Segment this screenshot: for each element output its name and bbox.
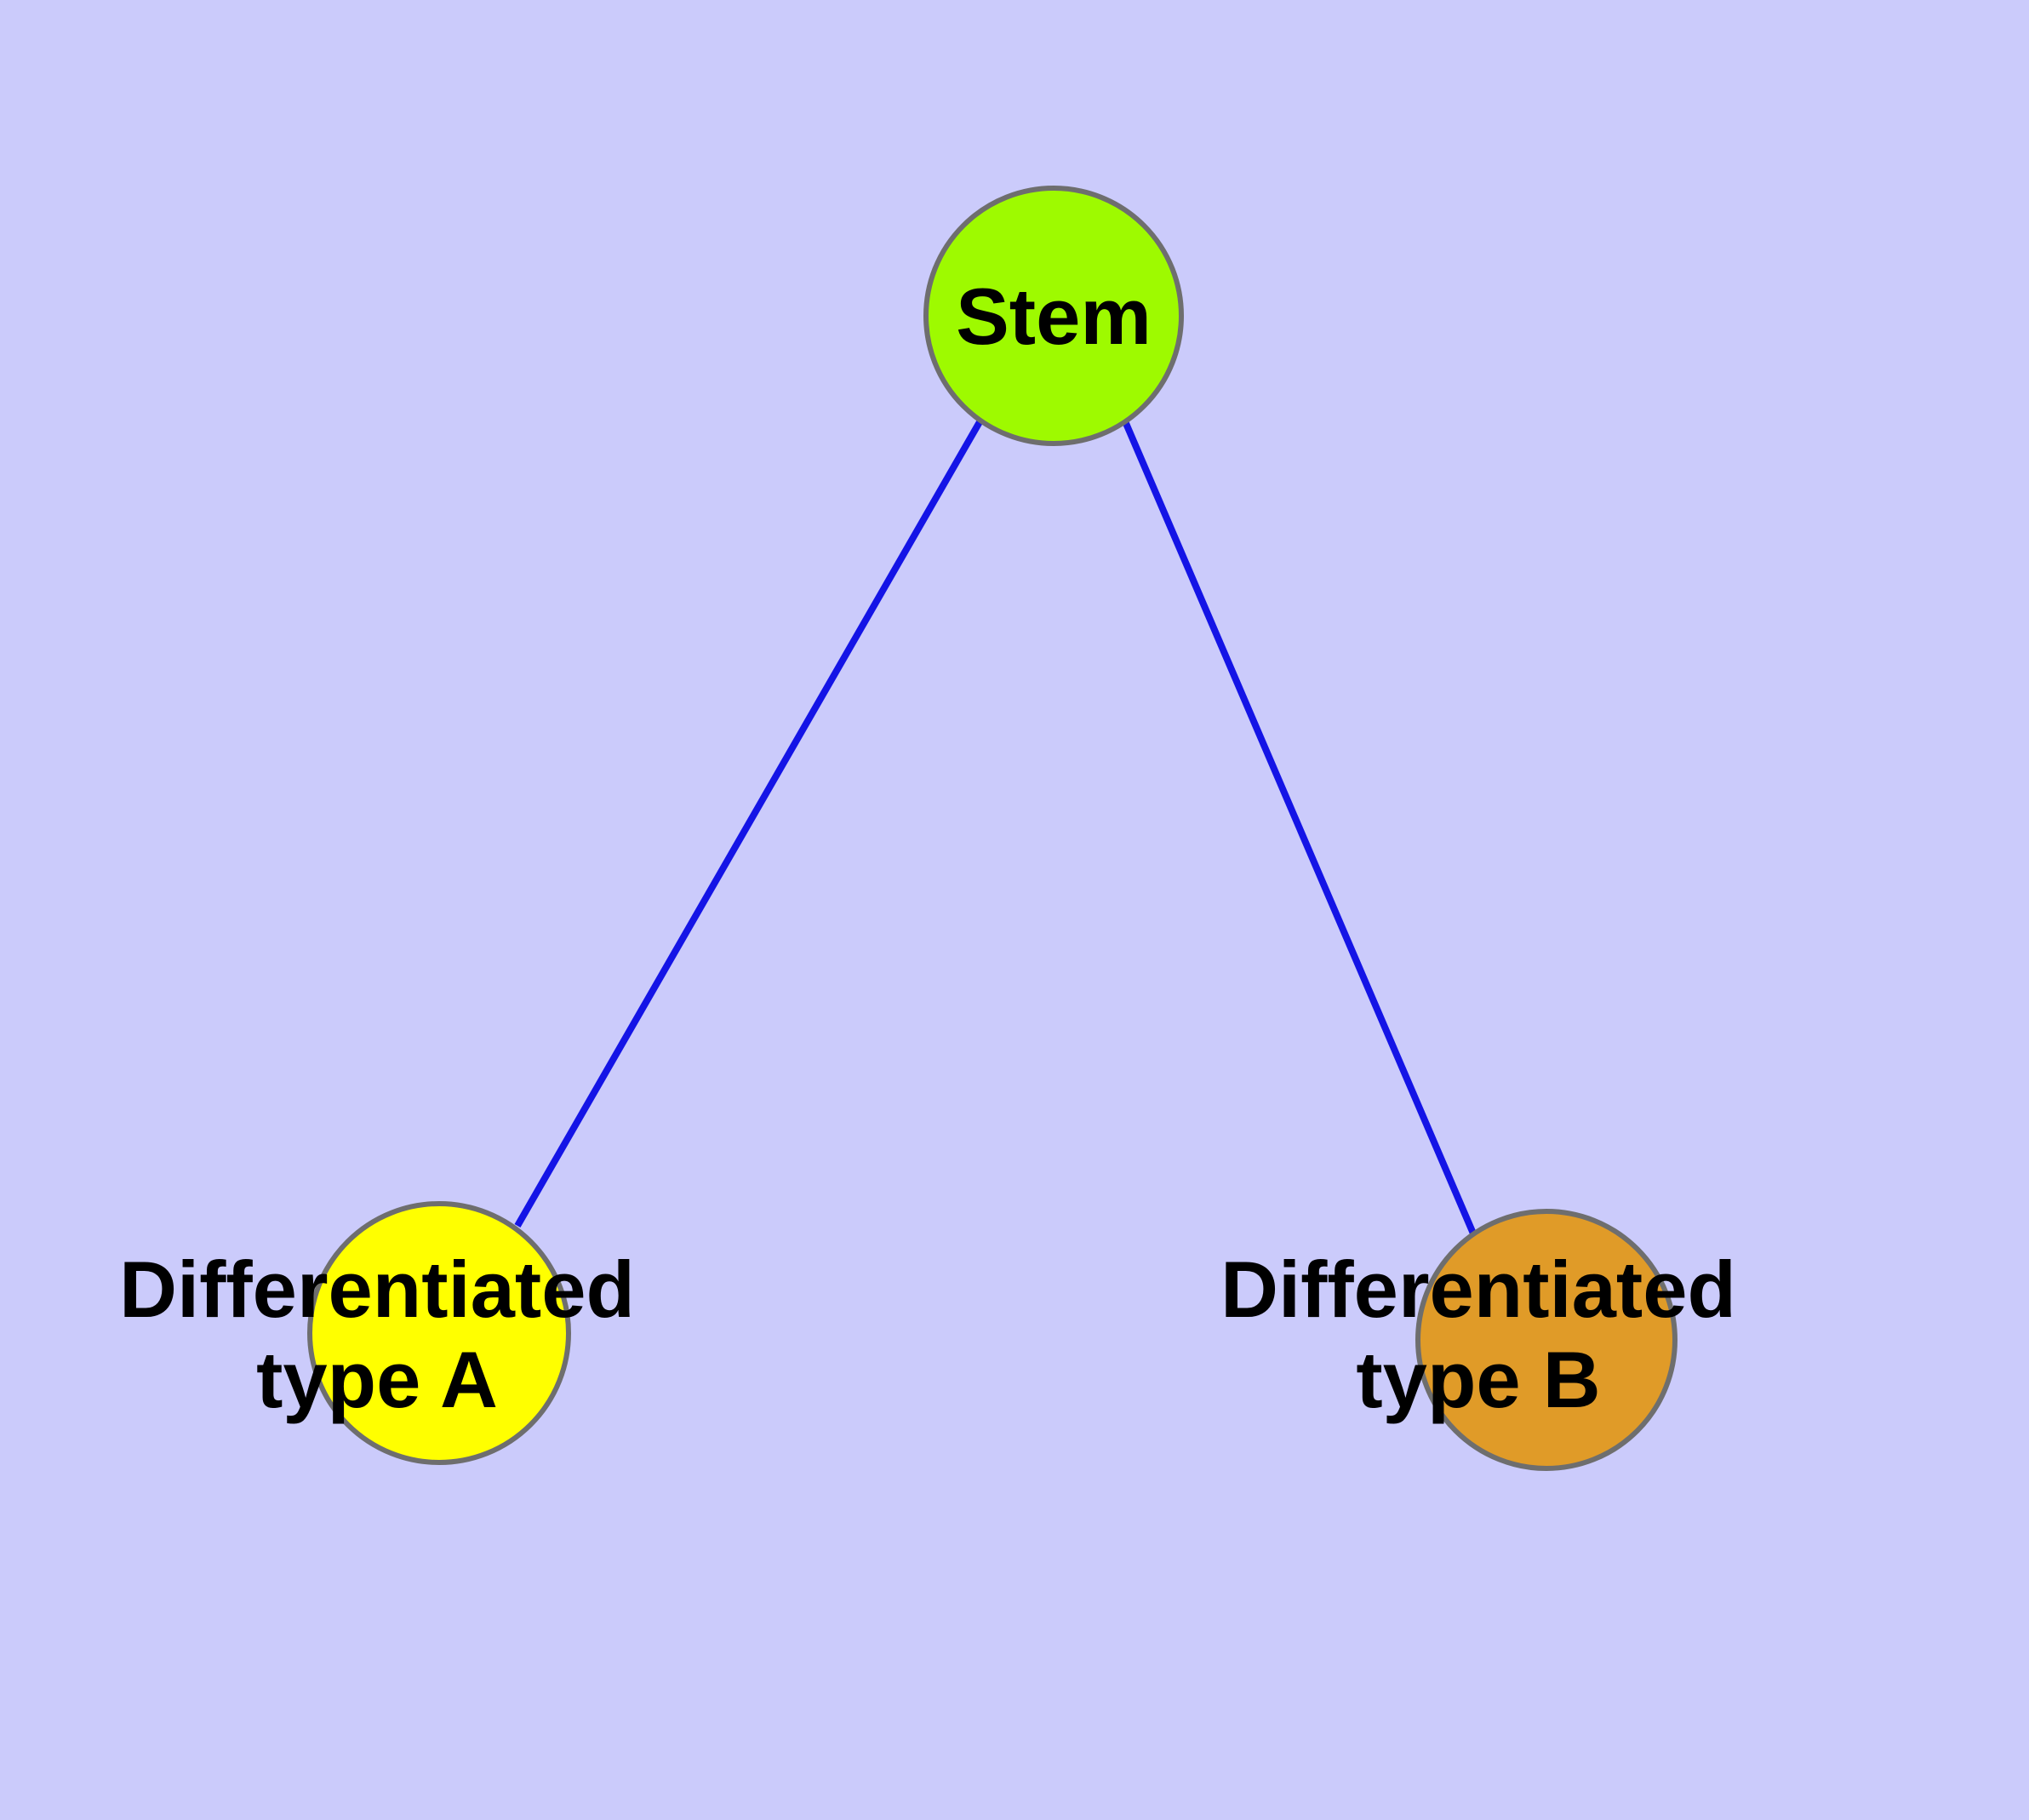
node-diff-b[interactable]: [1415, 1209, 1677, 1471]
node-diff-a[interactable]: [307, 1201, 571, 1465]
node-label-diff-b-line2: type B: [1356, 1335, 1600, 1424]
edge-stem-to-diff-a[interactable]: [514, 419, 984, 1228]
node-label-diff-b-line1: Differentiated: [1220, 1245, 1736, 1334]
node-label-diff-a-line2: type A: [256, 1335, 498, 1424]
node-stem[interactable]: [923, 186, 1184, 446]
node-label-diff-a-line1: Differentiated: [119, 1245, 635, 1334]
node-label-stem-line1: Stem: [956, 272, 1152, 361]
edges-layer: [514, 419, 1477, 1235]
edge-stem-to-diff-b[interactable]: [1122, 420, 1477, 1235]
nodes-layer: [307, 186, 1677, 1471]
